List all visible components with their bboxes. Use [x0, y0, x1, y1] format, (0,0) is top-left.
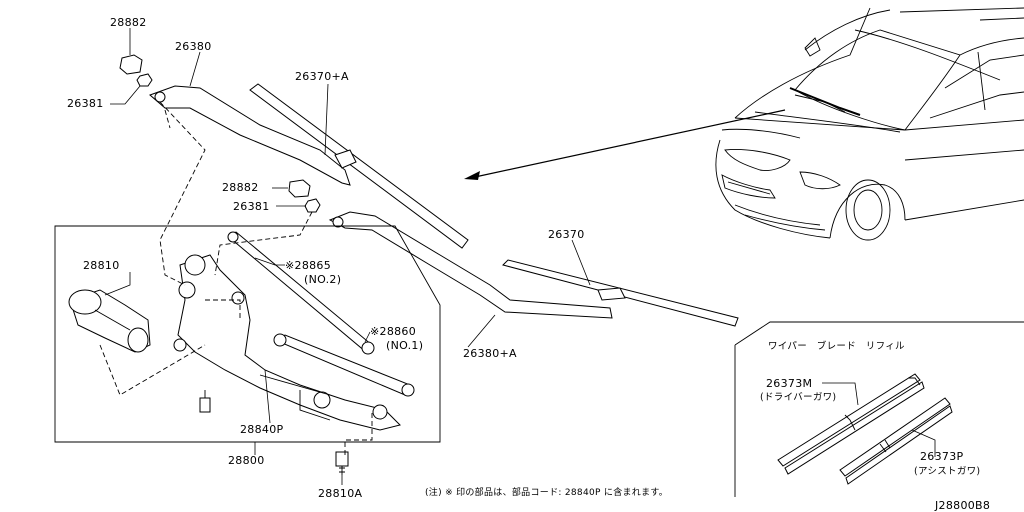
label-28865-sub: (NO.2): [304, 273, 341, 286]
label-28865: ※28865: [285, 259, 331, 272]
wiper-arm-driver: [149, 83, 469, 249]
pivot-cap-mid: [288, 179, 311, 198]
vehicle-illustration: [715, 7, 1024, 241]
label-26370a: 26370+A: [295, 70, 349, 83]
label-26381-top: 26381: [67, 97, 104, 110]
label-refill-title: ワイパー ブレード リフィル: [768, 340, 905, 352]
diagram-code: J28800B8: [934, 499, 990, 512]
label-28840p: 28840P: [240, 423, 283, 436]
label-28882-mid: 28882: [222, 181, 259, 194]
assembly-dashes: [99, 101, 373, 455]
label-28810: 28810: [83, 259, 120, 272]
refill-band: [844, 414, 856, 431]
footnote: (注) ※ 印の部品は、部品コード: 28840P に含まれます。: [425, 486, 668, 498]
nut-top: [136, 73, 153, 87]
part-labels: 28882 26380 26381 26370+A 28882 26381 28…: [67, 16, 990, 512]
wiper-arm-passenger: [328, 211, 739, 327]
label-28860-sub: (NO.1): [386, 339, 423, 352]
bolt-left: [199, 390, 211, 413]
label-28800: 28800: [228, 454, 265, 467]
leader-lines: [104, 28, 936, 485]
pointer-arrow: [464, 109, 786, 180]
pivot-cap-top: [119, 54, 143, 75]
bolt-28810a: [335, 451, 349, 475]
label-28810a: 28810A: [318, 487, 362, 500]
label-26373p-sub: (アシストガワ): [914, 466, 980, 477]
label-26373m: 26373M: [766, 377, 812, 390]
label-28882-top: 28882: [110, 16, 147, 29]
wiper-motor: [68, 289, 151, 353]
refill-assist: [839, 397, 953, 485]
label-28860: ※28860: [370, 325, 416, 338]
nut-mid: [304, 198, 321, 213]
label-26373m-sub: (ドライバーガワ): [760, 392, 836, 403]
label-26381-mid: 26381: [233, 200, 270, 213]
assembly-frame: [54, 225, 441, 443]
refill-inset-frame: [734, 321, 1024, 497]
label-26373p: 26373P: [920, 450, 963, 463]
label-26370: 26370: [548, 228, 585, 241]
label-26380: 26380: [175, 40, 212, 53]
label-26380a: 26380+A: [463, 347, 517, 360]
